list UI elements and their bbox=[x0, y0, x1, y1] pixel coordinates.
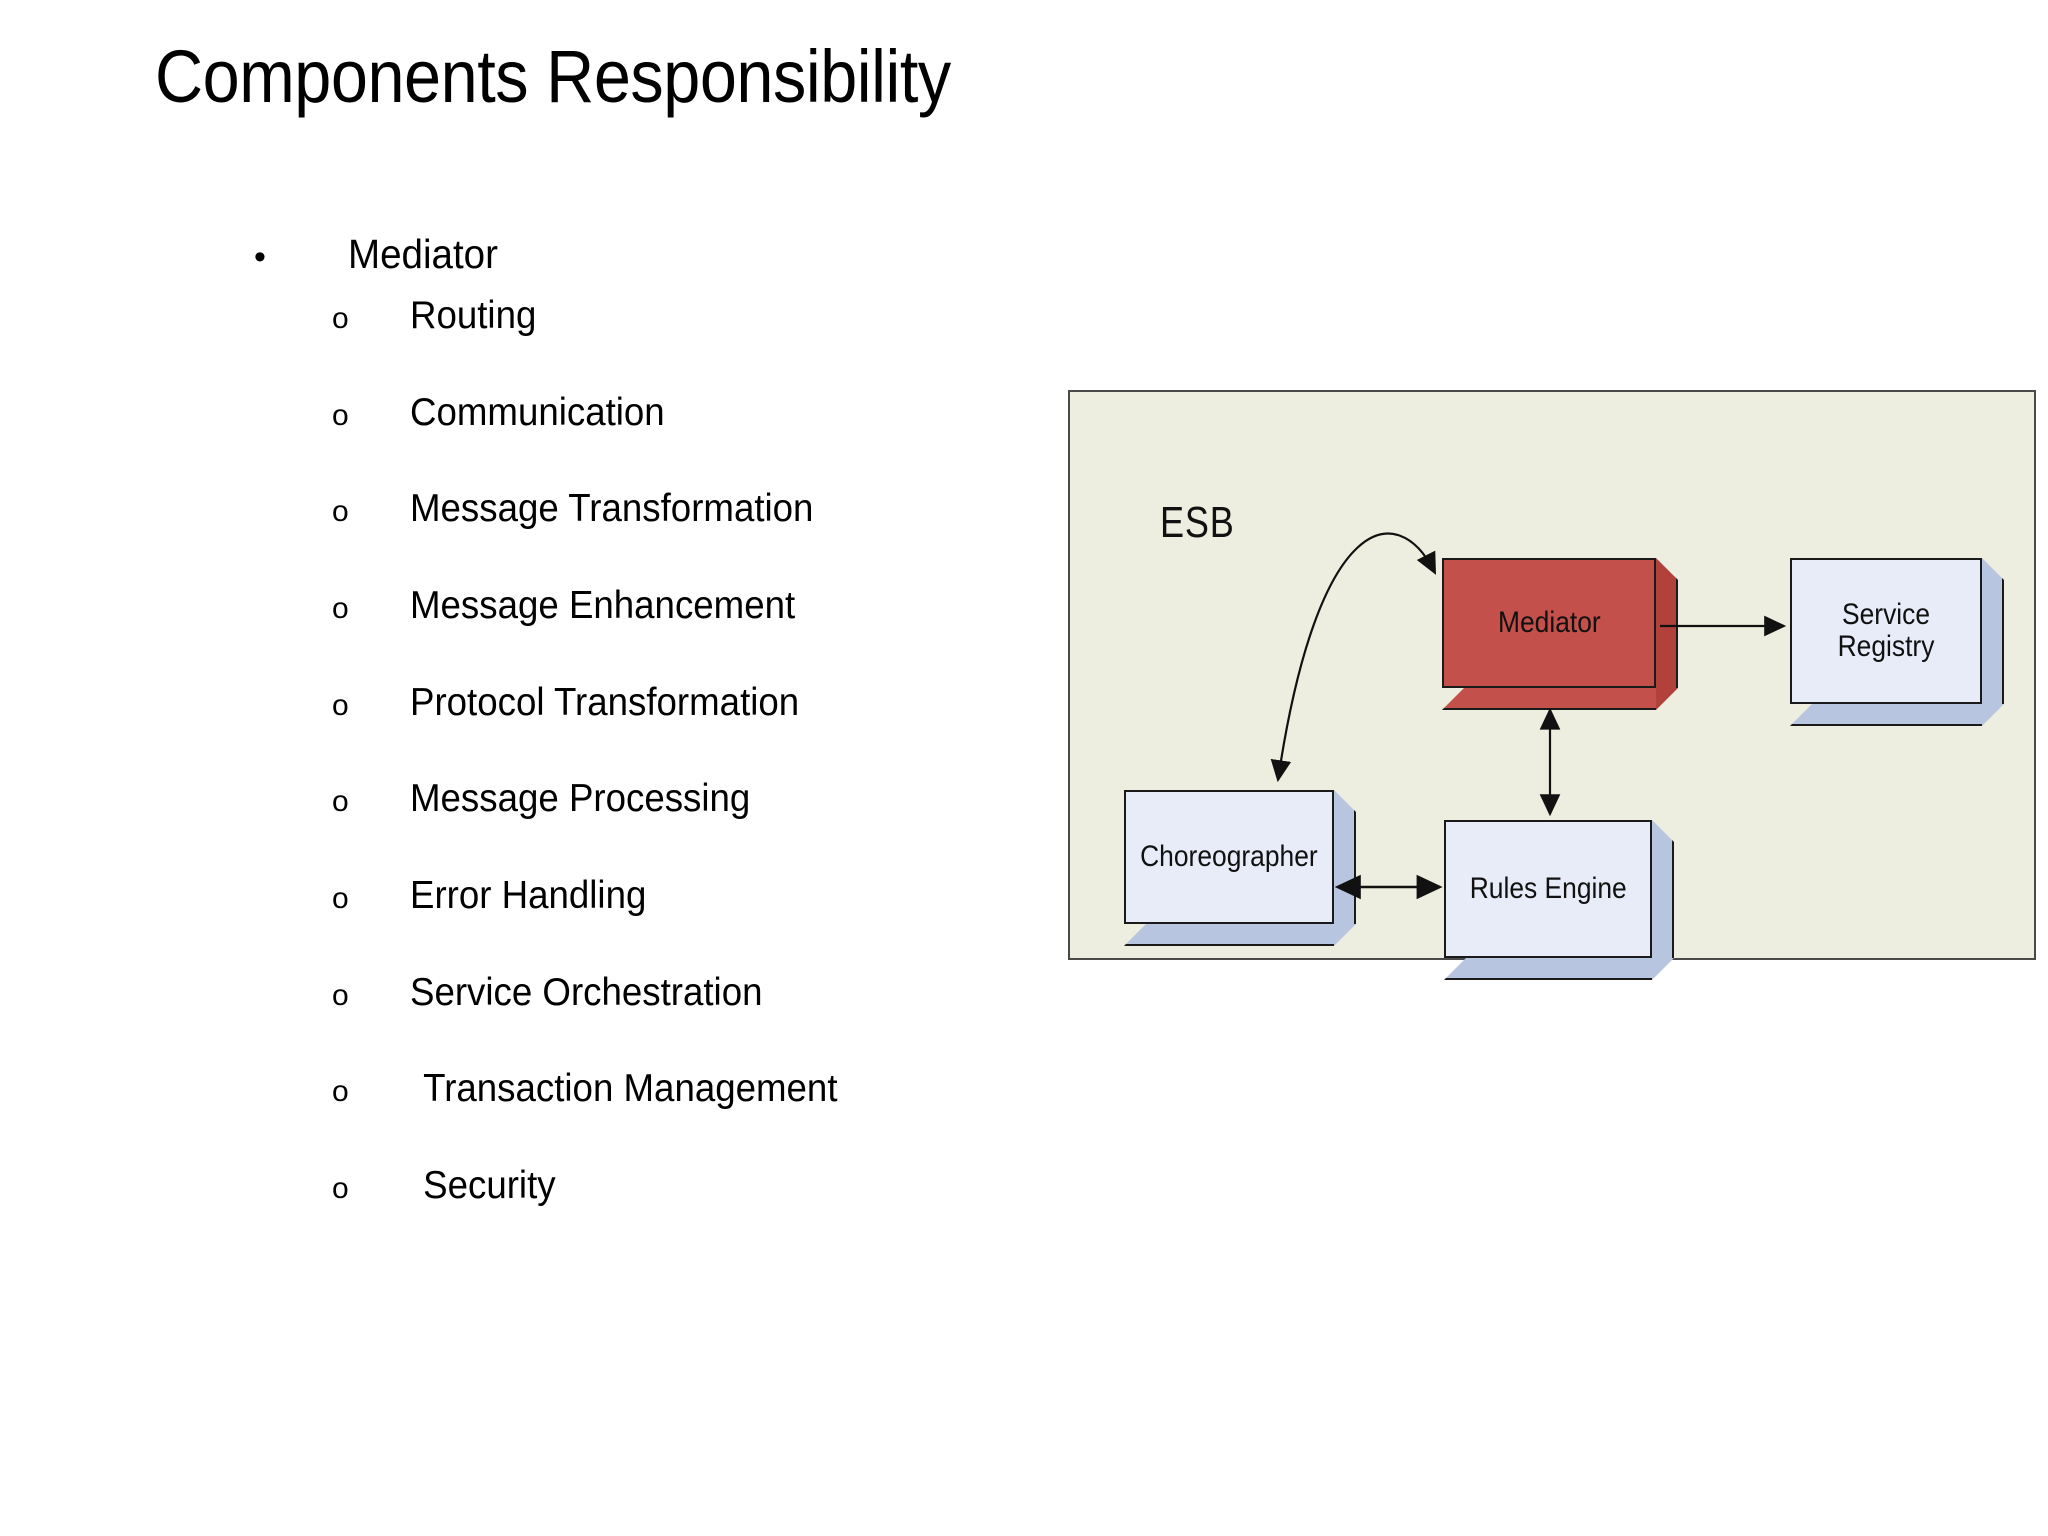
diagram-node-choreographer: Choreographer bbox=[1124, 790, 1356, 946]
diagram-node-rules-engine: Rules Engine bbox=[1444, 820, 1674, 980]
bullet-circle-icon: o bbox=[332, 881, 349, 915]
mediator-front-face: Mediator bbox=[1442, 558, 1656, 688]
list-item: o Error Handling bbox=[240, 874, 1000, 918]
list-item: o Message Transformation bbox=[240, 487, 1000, 531]
choreographer-front-face: Choreographer bbox=[1124, 790, 1334, 924]
list-item-label: Protocol Transformation bbox=[410, 680, 800, 724]
list-item-label: Transaction Management bbox=[423, 1067, 838, 1111]
choreographer-label: Choreographer bbox=[1140, 839, 1318, 873]
service-registry-front-face: Service Registry bbox=[1790, 558, 1982, 704]
service-registry-bottom-face bbox=[1790, 704, 1982, 726]
bullet-circle-icon: o bbox=[332, 688, 349, 722]
list-item: o Communication bbox=[240, 391, 1000, 435]
mediator-label: Mediator bbox=[1497, 605, 1601, 639]
rules-engine-side-face bbox=[1652, 820, 1674, 958]
list-item-label: Service Orchestration bbox=[410, 970, 763, 1014]
bullet-circle-icon: o bbox=[332, 591, 349, 625]
bullet-circle-icon: o bbox=[332, 495, 349, 529]
list-item-label: Security bbox=[423, 1163, 556, 1207]
list-item: o Message Enhancement bbox=[240, 584, 1000, 628]
bullet-circle-icon: o bbox=[332, 1075, 349, 1109]
choreographer-bottom-face bbox=[1124, 924, 1334, 946]
list-item: o Message Processing bbox=[240, 777, 1000, 821]
service-registry-label: Service Registry bbox=[1832, 597, 1939, 664]
bullet-circle-icon: o bbox=[332, 978, 349, 1012]
choreographer-side-face bbox=[1334, 790, 1356, 924]
bullet-list: • Mediator o Routing o Communication o M… bbox=[240, 231, 1000, 1208]
service-registry-side-face bbox=[1982, 558, 2004, 704]
list-item: o Security bbox=[240, 1164, 1000, 1208]
bullet-circle-icon: o bbox=[332, 785, 349, 819]
diagram-node-service-registry: Service Registry bbox=[1790, 558, 2004, 726]
page-title: Components Responsibility bbox=[155, 35, 951, 118]
rules-engine-front-face: Rules Engine bbox=[1444, 820, 1652, 958]
list-item-label: Communication bbox=[410, 390, 665, 434]
mediator-bottom-face bbox=[1442, 688, 1656, 710]
list-item: • Mediator bbox=[240, 231, 1000, 278]
rules-engine-label: Rules Engine bbox=[1469, 871, 1627, 905]
service-registry-label-line2: Registry bbox=[1837, 630, 1935, 663]
rules-engine-bottom-face bbox=[1444, 958, 1652, 980]
list-item: o Service Orchestration bbox=[240, 971, 1000, 1015]
mediator-side-face bbox=[1656, 558, 1678, 688]
bullet-circle-icon: o bbox=[332, 398, 349, 432]
list-item: o Transaction Management bbox=[240, 1067, 1000, 1111]
list-item-label: Message Processing bbox=[410, 777, 751, 821]
list-item-label: Error Handling bbox=[410, 873, 647, 917]
list-item: o Routing bbox=[240, 294, 1000, 338]
bullet-dot-icon: • bbox=[254, 238, 266, 276]
list-item-label: Routing bbox=[410, 293, 537, 337]
list-item-label: Message Transformation bbox=[410, 487, 814, 531]
bullet-circle-icon: o bbox=[332, 1171, 349, 1205]
list-item-label: Message Enhancement bbox=[410, 583, 796, 627]
bullet-circle-icon: o bbox=[332, 301, 349, 335]
list-item-label: Mediator bbox=[348, 231, 498, 277]
rules-engine-corner bbox=[1652, 958, 1674, 980]
diagram-node-mediator: Mediator bbox=[1442, 558, 1678, 710]
esb-panel-label: ESB bbox=[1160, 498, 1235, 547]
service-registry-label-line1: Service bbox=[1841, 597, 1931, 631]
list-item: o Protocol Transformation bbox=[240, 681, 1000, 725]
